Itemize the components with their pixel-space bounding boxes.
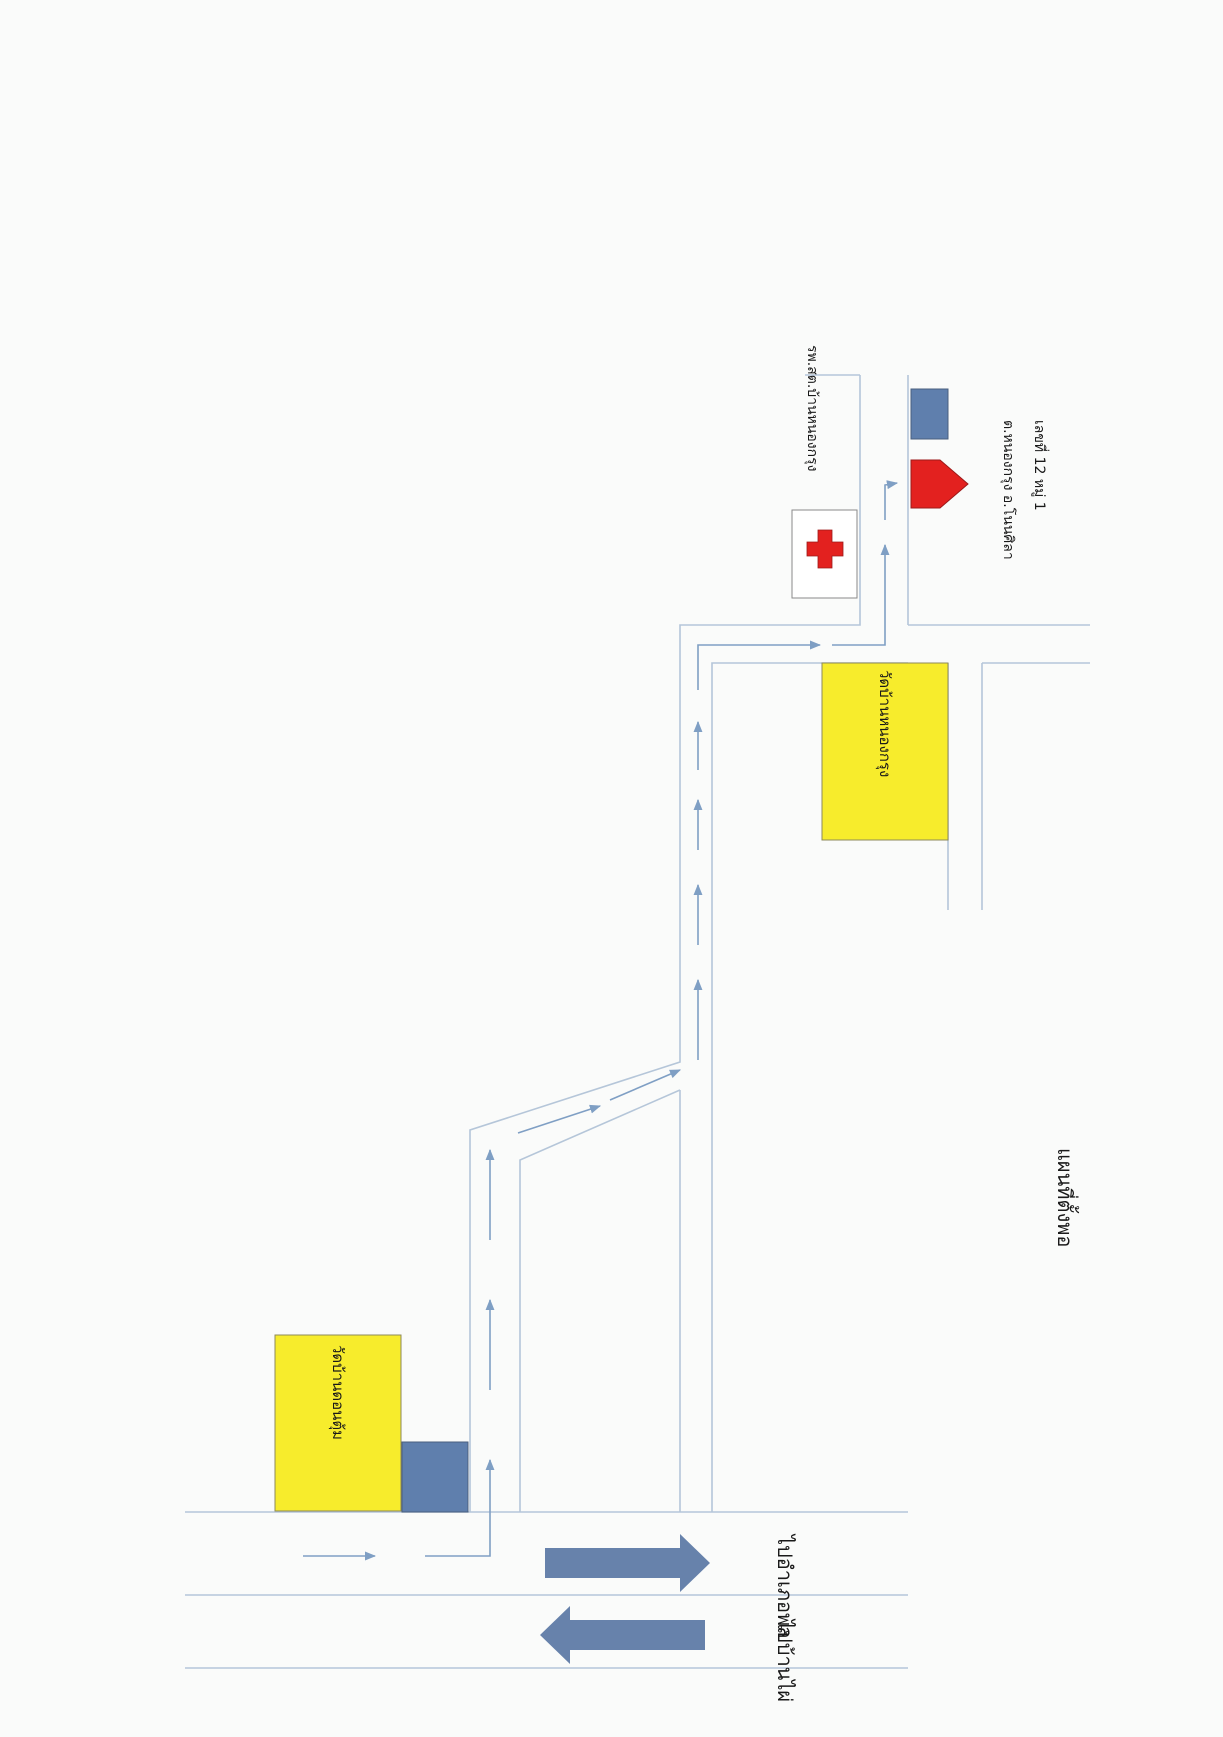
big-arrow-down xyxy=(545,1534,710,1592)
temple-2-building xyxy=(274,1334,402,1512)
roads xyxy=(469,374,1090,1512)
hospital-label: รพ.สต.บ้านหนองกรุง xyxy=(804,345,820,471)
direction-to-town: ไปบ้านไผ่ xyxy=(773,1618,797,1702)
address-line-2: ต.หนองกรุง อ.โนนศิลา xyxy=(1000,420,1017,560)
big-arrow-up xyxy=(540,1606,705,1664)
red-cross-icon xyxy=(806,529,844,569)
address-line-1: เลขที่ 12 หมู่ 1 xyxy=(1031,420,1049,511)
blue-block-upper xyxy=(910,388,949,440)
main-highway xyxy=(185,1511,908,1669)
temple-1-building xyxy=(821,662,949,841)
blue-block-lower xyxy=(401,1441,469,1513)
house-icon xyxy=(910,459,969,509)
direction-to-district: ไปอำเภอพล xyxy=(773,1533,797,1638)
temple-2-label: วัดบ้านดอนตุ้ม xyxy=(328,1345,347,1440)
temple-1-label: วัดบ้านหนองกรุง xyxy=(875,670,894,777)
map-title: แผนที่ตั้งพอ xyxy=(1053,1148,1079,1247)
route-path xyxy=(303,480,899,1561)
hospital-marker xyxy=(791,509,858,599)
